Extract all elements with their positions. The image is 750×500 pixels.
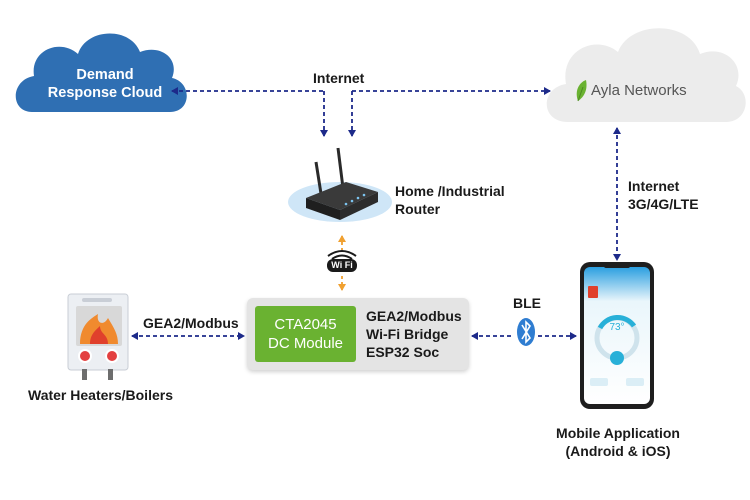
wifi-icon bbox=[327, 250, 357, 272]
router-label-line2: Router bbox=[395, 201, 441, 217]
mobile-label-line1: Mobile Application bbox=[556, 425, 680, 441]
demand-cloud-line1: Demand bbox=[76, 67, 134, 83]
wifi-badge-text: Wi Fi bbox=[331, 260, 353, 270]
demand-response-cloud bbox=[15, 33, 187, 112]
module-side-line1: GEA2/Modbus bbox=[366, 308, 462, 324]
module-bridge-info: GEA2/Modbus Wi-Fi Bridge ESP32 Soc bbox=[366, 307, 462, 361]
internet-link-right bbox=[348, 87, 551, 137]
router-label-line1: Home /Industrial bbox=[395, 183, 505, 199]
router-label: Home /Industrial Router bbox=[395, 182, 505, 218]
ayla-networks-label: Ayla Networks bbox=[591, 82, 687, 99]
cellular-label: 3G/4G/LTE bbox=[628, 196, 699, 212]
ayla-networks-cloud bbox=[546, 28, 746, 123]
router-icon bbox=[288, 147, 392, 222]
leaf-icon bbox=[576, 80, 587, 102]
demand-response-cloud-label: Demand Response Cloud bbox=[30, 66, 180, 102]
water-heater-icon bbox=[67, 293, 129, 380]
gea2-label: GEA2/Modbus bbox=[143, 315, 239, 331]
module-side-line3: ESP32 Soc bbox=[366, 344, 440, 360]
cta2045-module: CTA2045 DC Module bbox=[255, 306, 356, 362]
phone-temperature: 73° bbox=[609, 322, 625, 333]
mobile-label: Mobile Application (Android & iOS) bbox=[548, 424, 688, 460]
module-line1: CTA2045 bbox=[274, 316, 337, 333]
module-side-line2: Wi-Fi Bridge bbox=[366, 326, 449, 342]
internet-label-right: Internet bbox=[628, 178, 680, 194]
bluetooth-icon bbox=[517, 318, 535, 346]
mobile-label-line2: (Android & iOS) bbox=[565, 443, 671, 459]
internet-label-top: Internet bbox=[313, 70, 365, 86]
water-heater-label: Water Heaters/Boilers bbox=[28, 387, 173, 403]
smartphone-icon bbox=[580, 262, 654, 409]
internet-cellular-label: Internet 3G/4G/LTE bbox=[628, 177, 699, 213]
demand-cloud-line2: Response Cloud bbox=[47, 85, 163, 101]
internet-link-left bbox=[171, 87, 328, 137]
module-line2: DC Module bbox=[267, 335, 344, 352]
ble-label: BLE bbox=[513, 295, 541, 311]
